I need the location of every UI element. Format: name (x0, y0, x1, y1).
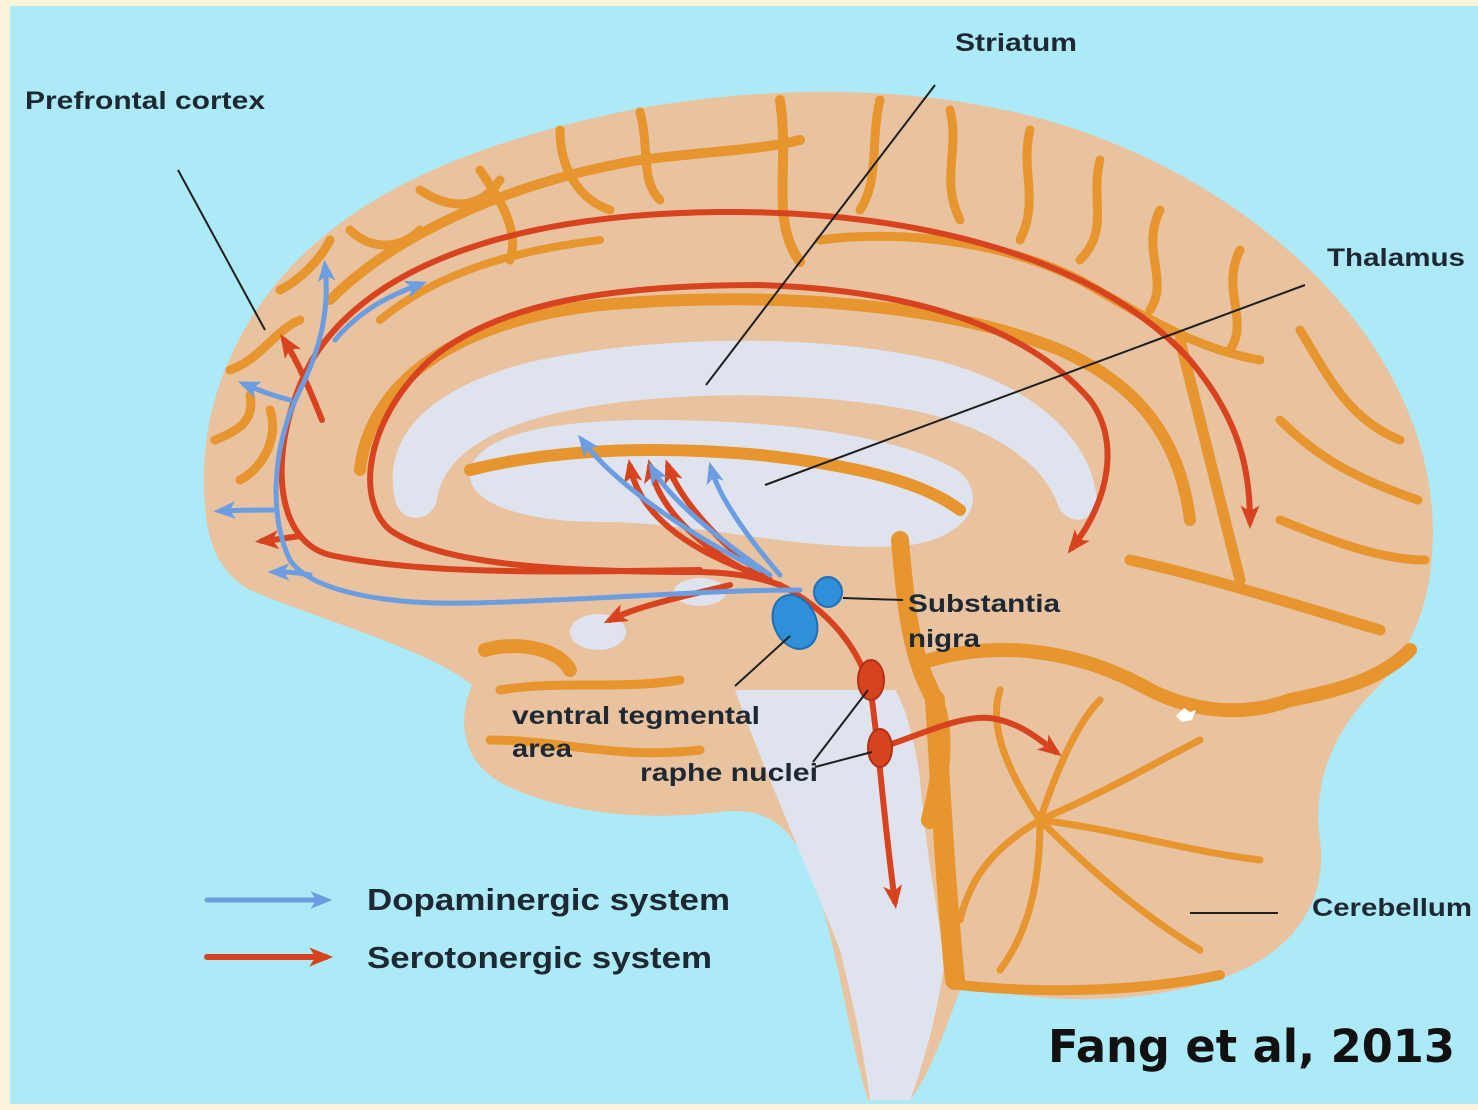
raphe-nucleus-upper (858, 660, 884, 700)
dopaminergic-frontal-branch (220, 510, 275, 511)
raphe-nucleus-lower (868, 729, 892, 767)
substantia-nigra-label-line1: Substantia (908, 590, 1061, 618)
citation: Fang et al, 2013 (1048, 1020, 1455, 1073)
thalamus-label: Thalamus (1327, 244, 1465, 272)
substantia-nigra-nucleus (814, 577, 842, 607)
ventral-tegmental-area-label-line2: area (512, 735, 573, 763)
cerebellum-label: Cerebellum (1312, 894, 1472, 922)
raphe-nuclei-label: raphe nuclei (640, 759, 818, 787)
legend-serotonergic-label: Serotonergic system (367, 940, 712, 975)
prefrontal-cortex-label: Prefrontal cortex (25, 87, 265, 115)
ventral-tegmental-area-label-line1: ventral tegmental (512, 702, 760, 730)
striatum-label: Striatum (955, 29, 1077, 57)
legend-dopaminergic-label: Dopaminergic system (367, 882, 730, 917)
substantia-nigra-label-line2: nigra (908, 625, 981, 653)
